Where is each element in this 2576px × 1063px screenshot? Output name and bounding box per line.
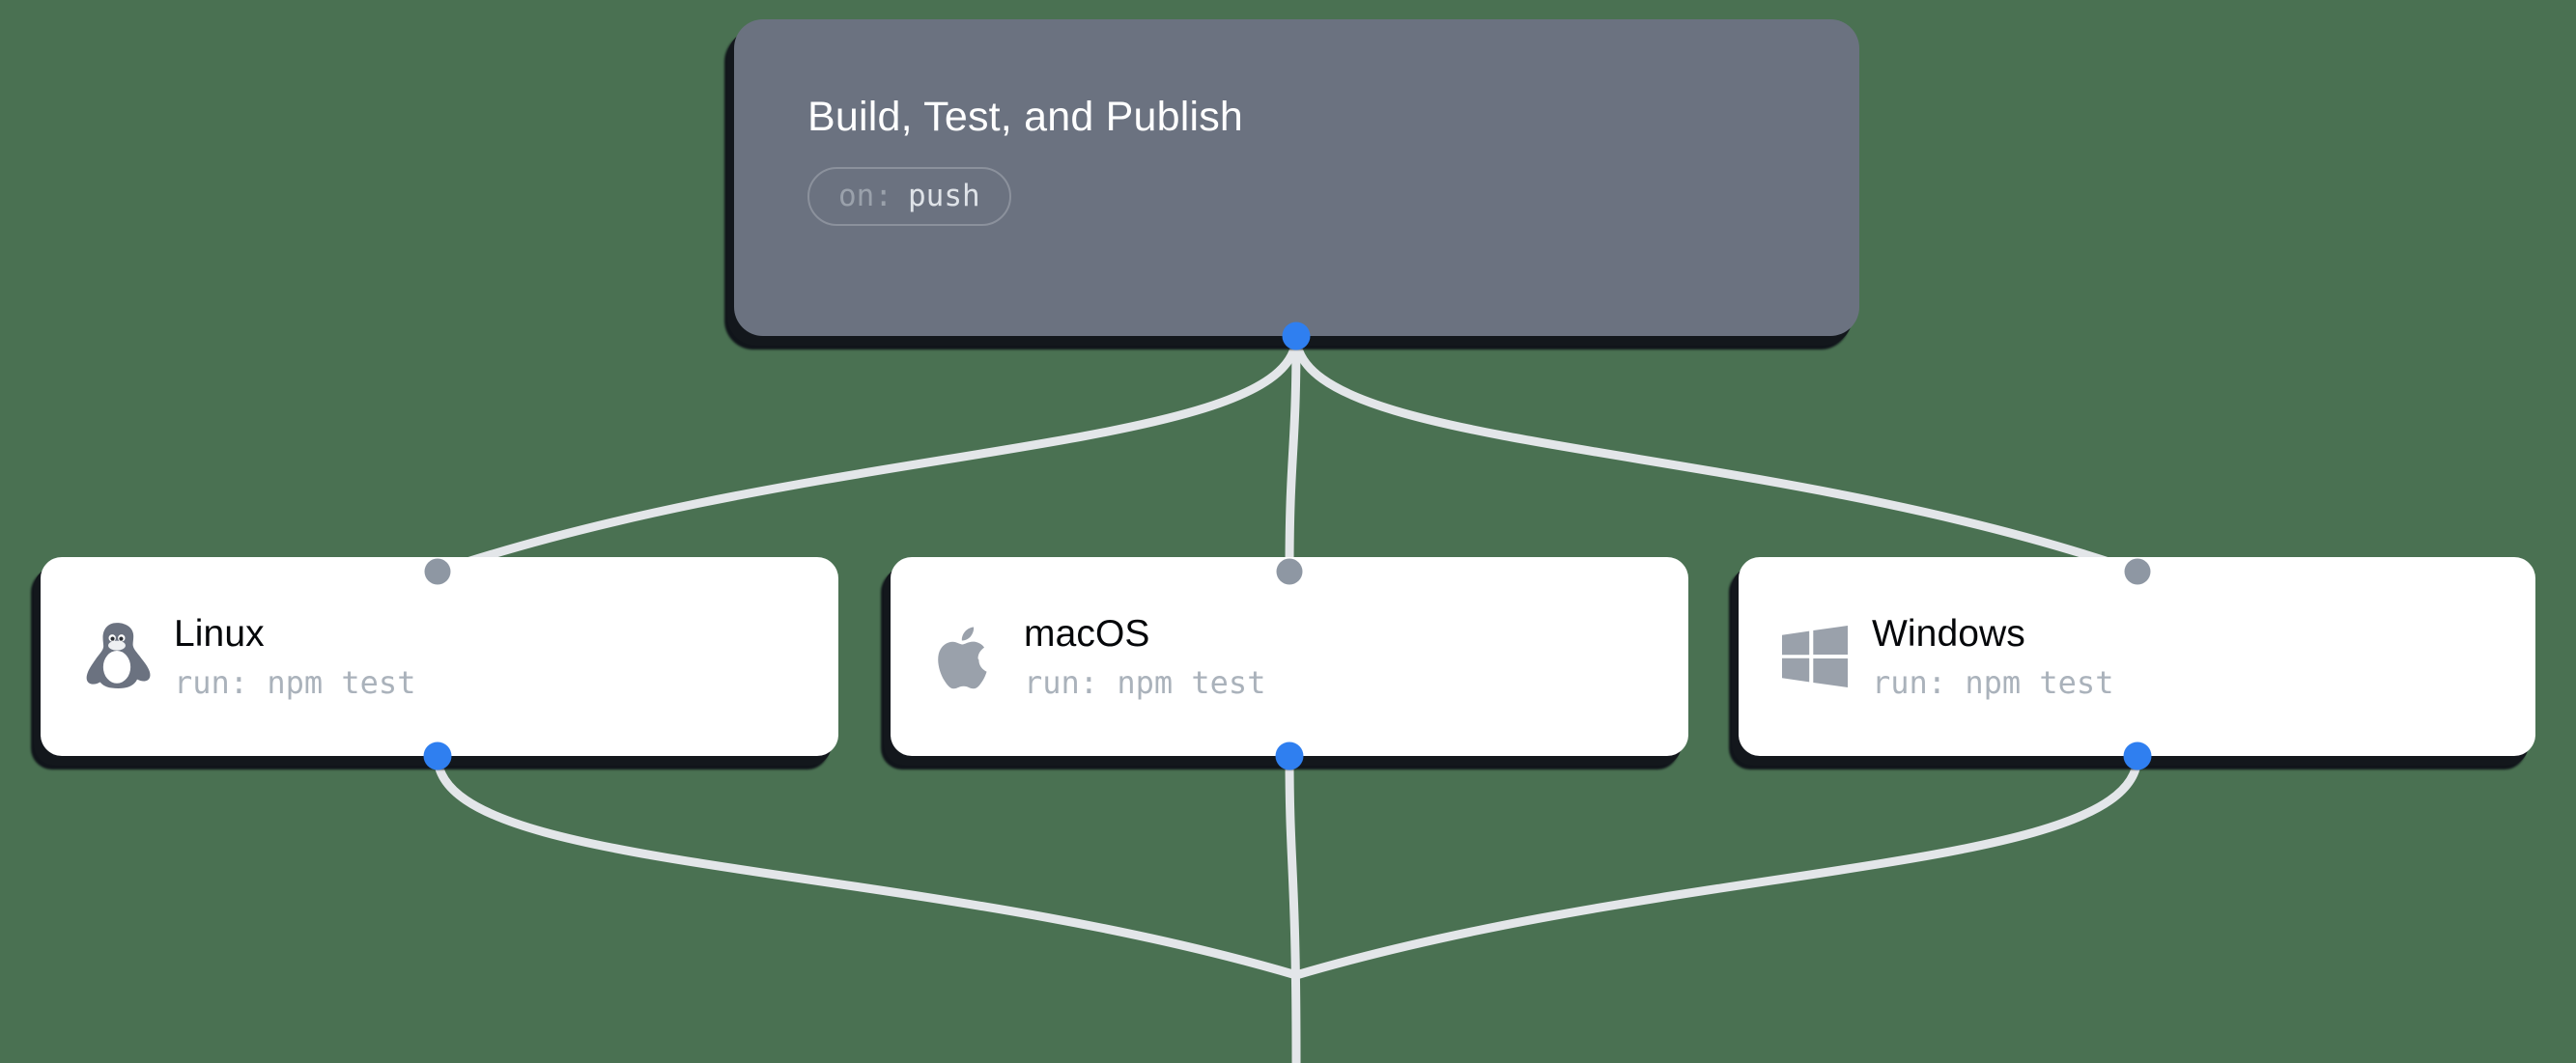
trigger-value: push [908, 179, 980, 214]
edge-workflow-linux [433, 331, 1301, 576]
edge-windows-publish [1291, 751, 2142, 980]
edge-macos-publish [1285, 751, 1301, 1063]
job-node-windows[interactable]: Windows run: npm test [1739, 557, 2535, 756]
job-name-linux: Linux [174, 612, 265, 655]
job-text-linux: Linux run: npm test [174, 613, 415, 700]
windows-source-handle[interactable] [2123, 741, 2152, 770]
job-name-macos: macOS [1024, 612, 1150, 655]
macos-target-handle[interactable] [1276, 558, 1303, 585]
edge-linux-publish [433, 751, 1301, 980]
edge-workflow-macos [1285, 331, 1301, 576]
workflow-source-handle[interactable] [1282, 322, 1311, 350]
linux-penguin-icon [81, 621, 153, 692]
job-command-macos: run: npm test [1024, 663, 1266, 701]
job-name-windows: Windows [1872, 612, 2025, 655]
job-node-macos[interactable]: macOS run: npm test [891, 557, 1688, 756]
linux-source-handle[interactable] [423, 741, 452, 770]
workflow-title: Build, Test, and Publish [807, 94, 1244, 140]
job-text-macos: macOS run: npm test [1024, 613, 1265, 700]
apple-icon [931, 621, 1003, 692]
windows-icon [1779, 621, 1851, 692]
macos-source-handle[interactable] [1275, 741, 1304, 770]
edge-workflow-windows [1291, 331, 2142, 576]
windows-target-handle[interactable] [2124, 558, 2151, 585]
linux-target-handle[interactable] [424, 558, 451, 585]
job-command-linux: run: npm test [174, 663, 416, 701]
workflow-node[interactable]: Build, Test, and Publish on: push [734, 19, 1859, 336]
trigger-badge[interactable]: on: push [807, 167, 1011, 227]
job-node-linux[interactable]: Linux run: npm test [41, 557, 838, 756]
trigger-key: on: [838, 179, 892, 214]
job-command-windows: run: npm test [1872, 663, 2114, 701]
job-text-windows: Windows run: npm test [1872, 613, 2113, 700]
